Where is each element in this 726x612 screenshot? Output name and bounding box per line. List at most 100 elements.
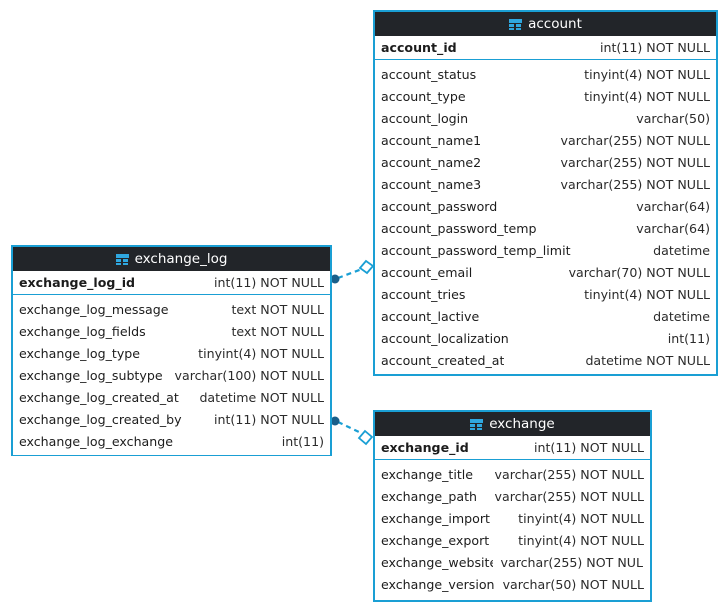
field-row[interactable]: exchange_log_subtype varchar(100) NOT NUL…: [13, 364, 330, 386]
spacer: [375, 595, 650, 598]
field-name: exchange_log_created_by: [19, 411, 182, 427]
field-name: exchange_log_fields: [19, 323, 146, 339]
relationship-endpoint-diamond: [357, 429, 374, 446]
field-type: varchar(255) NOT NULL: [560, 176, 710, 192]
relationship-endpoint-diamond: [358, 259, 375, 275]
field-type: varchar(100) NOT NULL: [174, 367, 324, 383]
field-row[interactable]: account_localization int(11): [375, 327, 716, 349]
primary-key-row[interactable]: exchange_log_id int(11) NOT NULL: [13, 271, 330, 294]
field-row[interactable]: account_password varchar(64): [375, 195, 716, 217]
field-type: varchar(255) NOT NULL: [560, 154, 710, 170]
primary-key-group: exchange_log_id int(11) NOT NULL: [13, 271, 330, 295]
field-row[interactable]: account_name1 varchar(255) NOT NULL: [375, 129, 716, 151]
field-type: datetime NOT NULL: [199, 389, 324, 405]
field-name: account_name1: [381, 132, 482, 148]
field-type: int(11) NOT NULL: [534, 440, 644, 455]
relationship-line: [337, 267, 363, 280]
field-name: account_type: [381, 88, 466, 104]
field-type: varchar(70) NOT NULL: [568, 264, 710, 280]
field-row[interactable]: account_lactive datetime: [375, 305, 716, 327]
primary-key-row[interactable]: account_id int(11) NOT NULL: [375, 36, 716, 59]
entity-header-inner: account: [509, 12, 582, 36]
field-row[interactable]: account_password_temp_limit datetime: [375, 239, 716, 261]
relationship-exchange-log-exchange: [330, 416, 374, 446]
field-row[interactable]: account_status tinyint(4) NOT NULL: [375, 63, 716, 85]
field-type: varchar(255) NOT NULL: [560, 132, 710, 148]
field-type: varchar(50): [636, 110, 710, 126]
entity-title: exchange_log: [134, 251, 228, 267]
relationship-exchange-log-account: [330, 259, 375, 284]
primary-key-group: exchange_id int(11) NOT NULL: [375, 436, 650, 460]
field-type: int(11) NOT NULL: [214, 275, 324, 290]
field-name: account_password: [381, 198, 498, 214]
field-type: tinyint(4) NOT NULL: [584, 66, 710, 82]
field-type: int(11): [667, 330, 710, 346]
field-row[interactable]: account_email varchar(70) NOT NULL: [375, 261, 716, 283]
field-name: exchange_export: [381, 532, 490, 548]
field-name: exchange_log_message: [19, 301, 169, 317]
table-icon: [115, 253, 129, 265]
field-name: exchange_log_subtype: [19, 367, 163, 383]
field-name: account_localization: [381, 330, 509, 346]
entity-header-account[interactable]: account: [375, 12, 716, 36]
table-icon: [470, 418, 484, 430]
field-type: text NOT NULL: [231, 323, 324, 339]
field-type: int(11) NOT NULL: [600, 40, 710, 55]
entity-header-exchange_log[interactable]: exchange_log: [13, 247, 330, 271]
field-name: exchange_import: [381, 510, 490, 526]
field-name: account_lactive: [381, 308, 480, 324]
field-row[interactable]: account_name2 varchar(255) NOT NULL: [375, 151, 716, 173]
primary-key-row[interactable]: exchange_id int(11) NOT NULL: [375, 436, 650, 459]
field-name: account_email: [381, 264, 473, 280]
field-type: tinyint(4) NOT NULL: [584, 88, 710, 104]
field-type: datetime: [653, 308, 710, 324]
spacer: [13, 452, 330, 455]
field-type: tinyint(4) NOT NULL: [584, 286, 710, 302]
field-type: varchar(50) NOT NULL: [502, 576, 644, 592]
field-type: tinyint(4) NOT NULL: [518, 532, 644, 548]
field-name: exchange_website: [381, 554, 493, 570]
field-type: datetime: [653, 242, 710, 258]
entity-title: account: [528, 16, 582, 32]
field-name: account_id: [381, 40, 457, 55]
entity-header-exchange[interactable]: exchange: [375, 412, 650, 436]
field-name: exchange_id: [381, 440, 469, 455]
field-row[interactable]: account_type tinyint(4) NOT NULL: [375, 85, 716, 107]
field-row[interactable]: exchange_version varchar(50) NOT NULL: [375, 573, 650, 595]
field-name: account_status: [381, 66, 477, 82]
entity-table-exchange_log[interactable]: exchange_log exchange_log_id int(11) NOT N…: [11, 245, 332, 456]
field-name: exchange_log_id: [19, 275, 136, 290]
field-name: exchange_version: [381, 576, 495, 592]
field-row[interactable]: exchange_export tinyint(4) NOT NULL: [375, 529, 650, 551]
field-name: account_name2: [381, 154, 482, 170]
field-name: account_password_temp_limit: [381, 242, 571, 258]
field-name: account_created_at: [381, 352, 505, 368]
field-type: varchar(64): [636, 198, 710, 214]
entity-header-inner: exchange: [470, 412, 555, 436]
field-type: text NOT NULL: [231, 301, 324, 317]
field-type: tinyint(4) NOT NULL: [198, 345, 324, 361]
field-row[interactable]: exchange_log_message text NOT NULL: [13, 298, 330, 320]
entity-header-inner: exchange_log: [115, 247, 228, 271]
field-row[interactable]: exchange_log_fields text NOT NULL: [13, 320, 330, 342]
field-type: varchar(255) NOT NULL: [494, 466, 644, 482]
table-icon: [509, 18, 523, 30]
